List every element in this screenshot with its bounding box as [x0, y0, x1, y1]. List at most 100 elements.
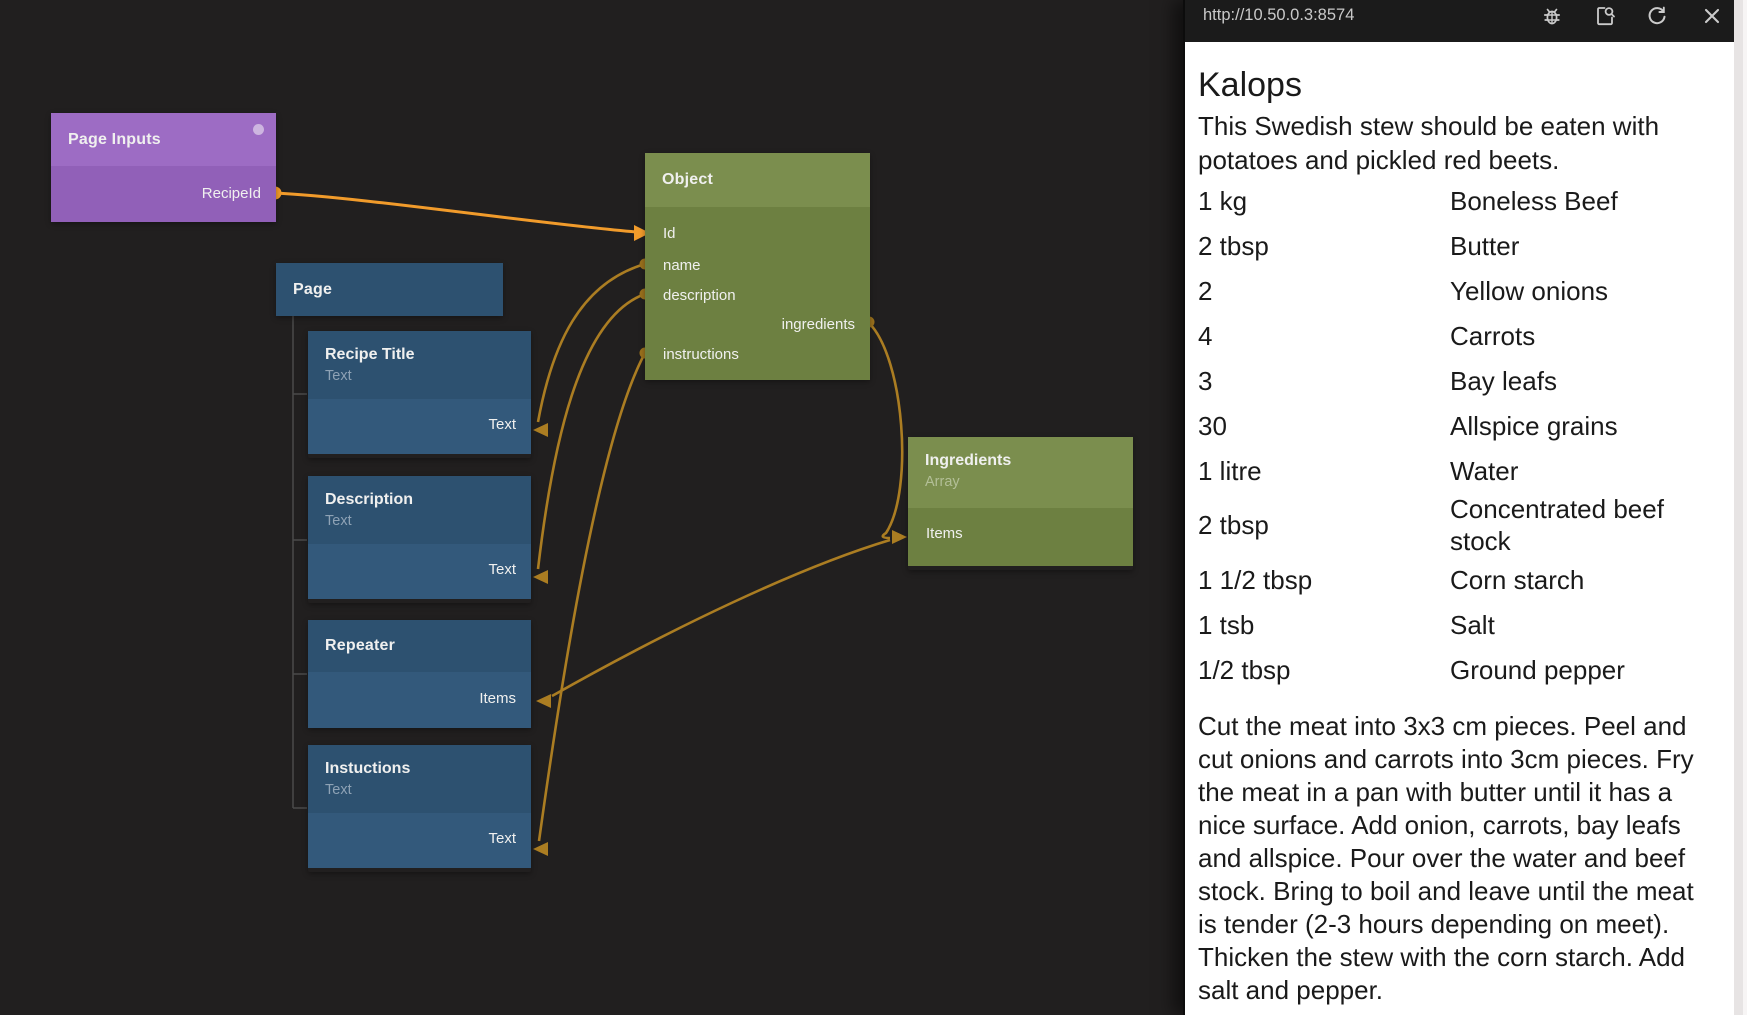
- port-recipeid[interactable]: RecipeId: [201, 185, 261, 202]
- preview-content: Kalops This Swedish stew should be eaten…: [1185, 42, 1734, 1015]
- tree-stubs: [293, 393, 307, 809]
- ingredient-qty: 1 1/2 tbsp: [1198, 564, 1313, 595]
- ingredient-qty: 2 tbsp: [1198, 230, 1269, 261]
- node-description-header: Description Text: [308, 476, 531, 544]
- node-recipe-title-ports: Text: [308, 399, 531, 454]
- arrowhead-instuctions-text: [533, 842, 548, 856]
- node-recipe-title-title: Recipe Title: [325, 346, 415, 363]
- ingredient-row: 2 Yellow onions: [1198, 268, 1704, 313]
- node-description-subtitle: Text: [325, 513, 352, 529]
- node-object[interactable]: Object Id name description ingredients i…: [645, 153, 870, 380]
- preview-scrollbar[interactable]: [1734, 0, 1747, 1015]
- refresh-icon[interactable]: [1645, 4, 1669, 28]
- wire-description-to-description-text[interactable]: [536, 292, 646, 570]
- close-icon[interactable]: [1700, 4, 1724, 28]
- wire-instructions-to-instuctions-text[interactable]: [537, 352, 647, 842]
- ingredient-row: 1/2 tbsp Ground pepper: [1198, 647, 1704, 692]
- ingredient-qty: 1 litre: [1198, 455, 1262, 486]
- ingredient-qty: 1/2 tbsp: [1198, 654, 1291, 685]
- node-instuctions[interactable]: Instuctions Text Text: [308, 745, 531, 872]
- recipe-instructions: Cut the meat into 3x3 cm pieces. Peel an…: [1198, 711, 1694, 1005]
- port-object-instructions[interactable]: instructions: [663, 346, 739, 363]
- node-page-title: Page: [293, 280, 333, 298]
- arrowhead-repeater-items: [536, 694, 551, 708]
- ingredient-name: Bay leafs: [1450, 365, 1557, 396]
- node-ingredients-header: Ingredients Array: [908, 437, 1133, 508]
- ingredient-row: 1 tsb Salt: [1198, 602, 1704, 647]
- ingredient-qty: 4: [1198, 320, 1213, 351]
- node-description[interactable]: Description Text Text: [308, 476, 531, 603]
- node-ingredients-subtitle: Array: [925, 474, 960, 490]
- node-recipe-title-subtitle: Text: [325, 368, 352, 384]
- ingredient-row: 3 Bay leafs: [1198, 358, 1704, 403]
- arrowhead-array-items: [892, 530, 907, 544]
- ingredient-row: 30 Allspice grains: [1198, 403, 1704, 448]
- port-recipe-title-text[interactable]: Text: [488, 416, 516, 433]
- node-page-inputs-title: Page Inputs: [68, 130, 161, 148]
- ingredient-qty: 1 kg: [1198, 185, 1248, 216]
- port-repeater-items[interactable]: Items: [479, 690, 516, 707]
- node-page-inputs[interactable]: Page Inputs RecipeId: [51, 113, 276, 222]
- wire-name-to-recipetitle-text[interactable]: [536, 262, 646, 423]
- node-repeater[interactable]: Repeater Items: [308, 620, 531, 728]
- preview-topbar: http://10.50.0.3:8574: [1185, 0, 1734, 42]
- port-object-name[interactable]: name: [663, 257, 701, 274]
- node-object-body: Id name description ingredients instruct…: [645, 207, 870, 380]
- node-repeater-header: Repeater: [308, 620, 531, 672]
- port-ingredients-items[interactable]: Items: [926, 525, 963, 542]
- node-repeater-ports: Items: [308, 672, 531, 728]
- ingredient-qty: 1 tsb: [1198, 609, 1255, 640]
- debug-icon[interactable]: [1540, 4, 1564, 28]
- ingredient-qty: 2 tbsp: [1198, 510, 1269, 540]
- ingredient-name: Boneless Beef: [1450, 185, 1618, 216]
- node-instuctions-subtitle: Text: [325, 782, 352, 798]
- ingredient-name: Concentrated beef stock: [1450, 494, 1664, 556]
- node-instuctions-header: Instuctions Text: [308, 745, 531, 813]
- node-ingredients-title: Ingredients: [925, 452, 1012, 469]
- recipe-description: This Swedish stew should be eaten with p…: [1198, 111, 1660, 175]
- ingredient-qty: 2: [1198, 275, 1213, 306]
- port-description-text[interactable]: Text: [488, 561, 516, 578]
- ingredient-row: 1 kg Boneless Beef: [1198, 178, 1704, 223]
- ingredient-name: Allspice grains: [1450, 410, 1618, 441]
- node-ingredients-ports: Items: [908, 508, 1133, 566]
- inspect-icon[interactable]: [1593, 4, 1617, 28]
- ingredient-name: Salt: [1450, 609, 1495, 640]
- wire-array-items-to-repeater-items[interactable]: [551, 538, 891, 698]
- ingredient-qty: 30: [1198, 410, 1227, 441]
- url-bar[interactable]: http://10.50.0.3:8574: [1203, 6, 1355, 24]
- ingredient-row: 1 litre Water: [1198, 448, 1704, 493]
- ingredient-name: Yellow onions: [1450, 275, 1609, 306]
- node-recipe-title[interactable]: Recipe Title Text Text: [308, 331, 531, 458]
- node-page-header: Page: [276, 263, 503, 316]
- node-repeater-title: Repeater: [325, 637, 396, 654]
- node-instuctions-title: Instuctions: [325, 760, 411, 777]
- ingredient-row: 1 1/2 tbsp Corn starch: [1198, 557, 1704, 602]
- node-ingredients-array[interactable]: Ingredients Array Items: [908, 437, 1133, 570]
- port-object-ingredients[interactable]: ingredients: [781, 316, 855, 333]
- ingredient-row: 2 tbsp Butter: [1198, 223, 1704, 268]
- recipe-title: Kalops: [1198, 66, 1302, 104]
- ingredient-row: 2 tbsp Concentrated beef stock: [1198, 493, 1704, 557]
- ingredient-list: 1 kg Boneless Beef 2 tbsp Butter 2 Yello…: [1198, 178, 1704, 692]
- node-description-ports: Text: [308, 544, 531, 599]
- node-page[interactable]: Page: [276, 263, 503, 316]
- port-object-description[interactable]: description: [663, 287, 736, 304]
- node-page-inputs-header: Page Inputs: [51, 113, 276, 166]
- arrowhead-recipetitle-text: [533, 423, 548, 437]
- arrowhead-description-text: [533, 570, 548, 584]
- ingredient-name: Water: [1450, 455, 1519, 486]
- port-instuctions-text[interactable]: Text: [488, 830, 516, 847]
- node-indicator-dot: [253, 124, 264, 135]
- wire-recipeid-to-object-id[interactable]: [274, 191, 637, 234]
- port-object-id[interactable]: Id: [663, 225, 676, 242]
- node-object-header: Object: [645, 153, 870, 207]
- ingredient-name: Butter: [1450, 230, 1520, 261]
- ingredient-name: Ground pepper: [1450, 654, 1625, 685]
- node-description-title: Description: [325, 491, 414, 508]
- ingredient-row: 4 Carrots: [1198, 313, 1704, 358]
- wire-ingredients-to-array-items[interactable]: [868, 322, 904, 540]
- node-instuctions-ports: Text: [308, 813, 531, 868]
- node-recipe-title-header: Recipe Title Text: [308, 331, 531, 399]
